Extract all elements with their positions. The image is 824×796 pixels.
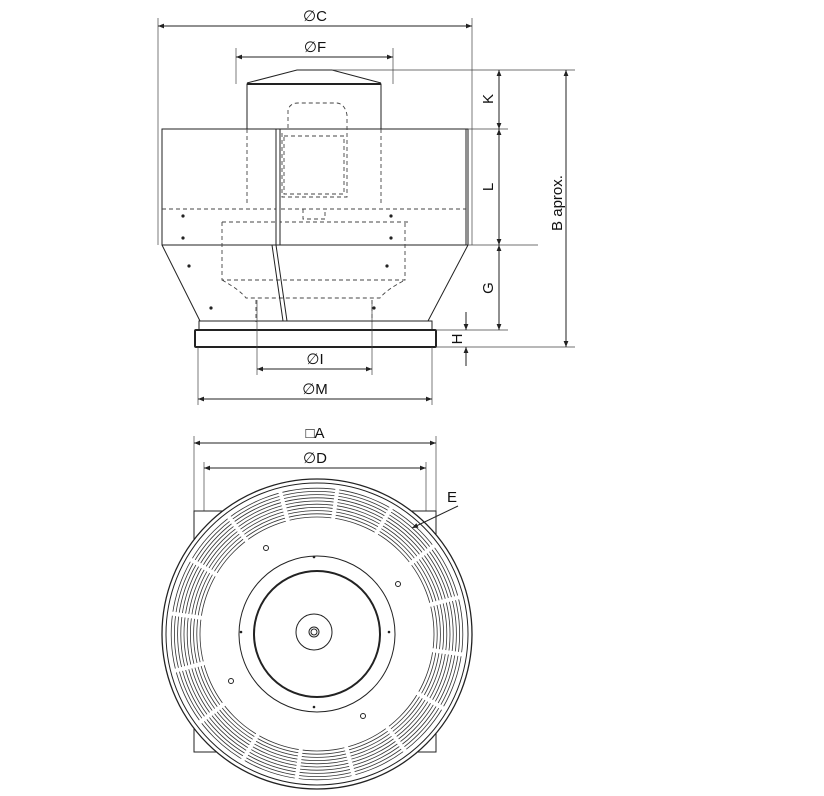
side-view [161,69,469,348]
base-ring [198,320,433,331]
dim-a-label: □A [305,425,324,442]
grille-gap [330,486,340,522]
dim-e-leader [411,505,459,529]
dim-d-label: ∅D [303,450,327,467]
dim-b-label: B aprox. [549,175,566,231]
grille-gap [426,594,462,608]
grille-gap [172,660,208,674]
grille-gap [169,611,205,621]
grille-bar [183,500,451,768]
dim-e-label: E [447,489,457,506]
hub [295,613,333,651]
grille-gap [225,513,250,545]
main-body [161,128,469,246]
grille-bar [199,516,435,752]
shaft [308,626,320,638]
grille-gap [277,489,291,525]
dim-f-label: ∅F [304,39,326,56]
grille [169,486,465,782]
base-flange [194,329,437,348]
top-view: □A ∅D E [161,425,473,790]
cap [246,69,382,84]
dim-h-label: H [449,334,466,345]
inlet-ring [253,570,381,698]
grille-gap [384,723,409,755]
grille-gap [406,542,438,567]
grille-gap [294,746,304,782]
outer-ring [161,478,473,790]
grille-bar [196,513,438,755]
grille-gap [429,647,465,657]
dim-k-label: K [480,94,497,104]
motor-housing [246,83,382,130]
dim-i-label: ∅I [306,351,323,368]
side-dimensions: ∅C ∅F K L G H B aprox. ∅I ∅M [157,8,575,405]
grille-bar [189,506,444,761]
side-seam [275,128,281,246]
dim-g-label: G [480,282,497,294]
grille-gap [373,504,395,537]
dim-c-label: ∅C [303,8,327,25]
grille-bar [177,494,457,774]
grille-gap [196,701,228,726]
dim-m-label: ∅M [302,381,328,398]
dim-l-label: L [480,183,497,191]
grille-bar [193,510,441,758]
grille-bar [186,503,448,765]
grille-gap [414,690,447,712]
grille-bar [173,490,461,778]
grille-bar [170,487,464,781]
grille-gap [187,556,220,578]
grille-gap [239,731,261,764]
grille-bar [180,497,454,771]
mount-ring [238,555,396,713]
grille-gap [343,743,357,779]
